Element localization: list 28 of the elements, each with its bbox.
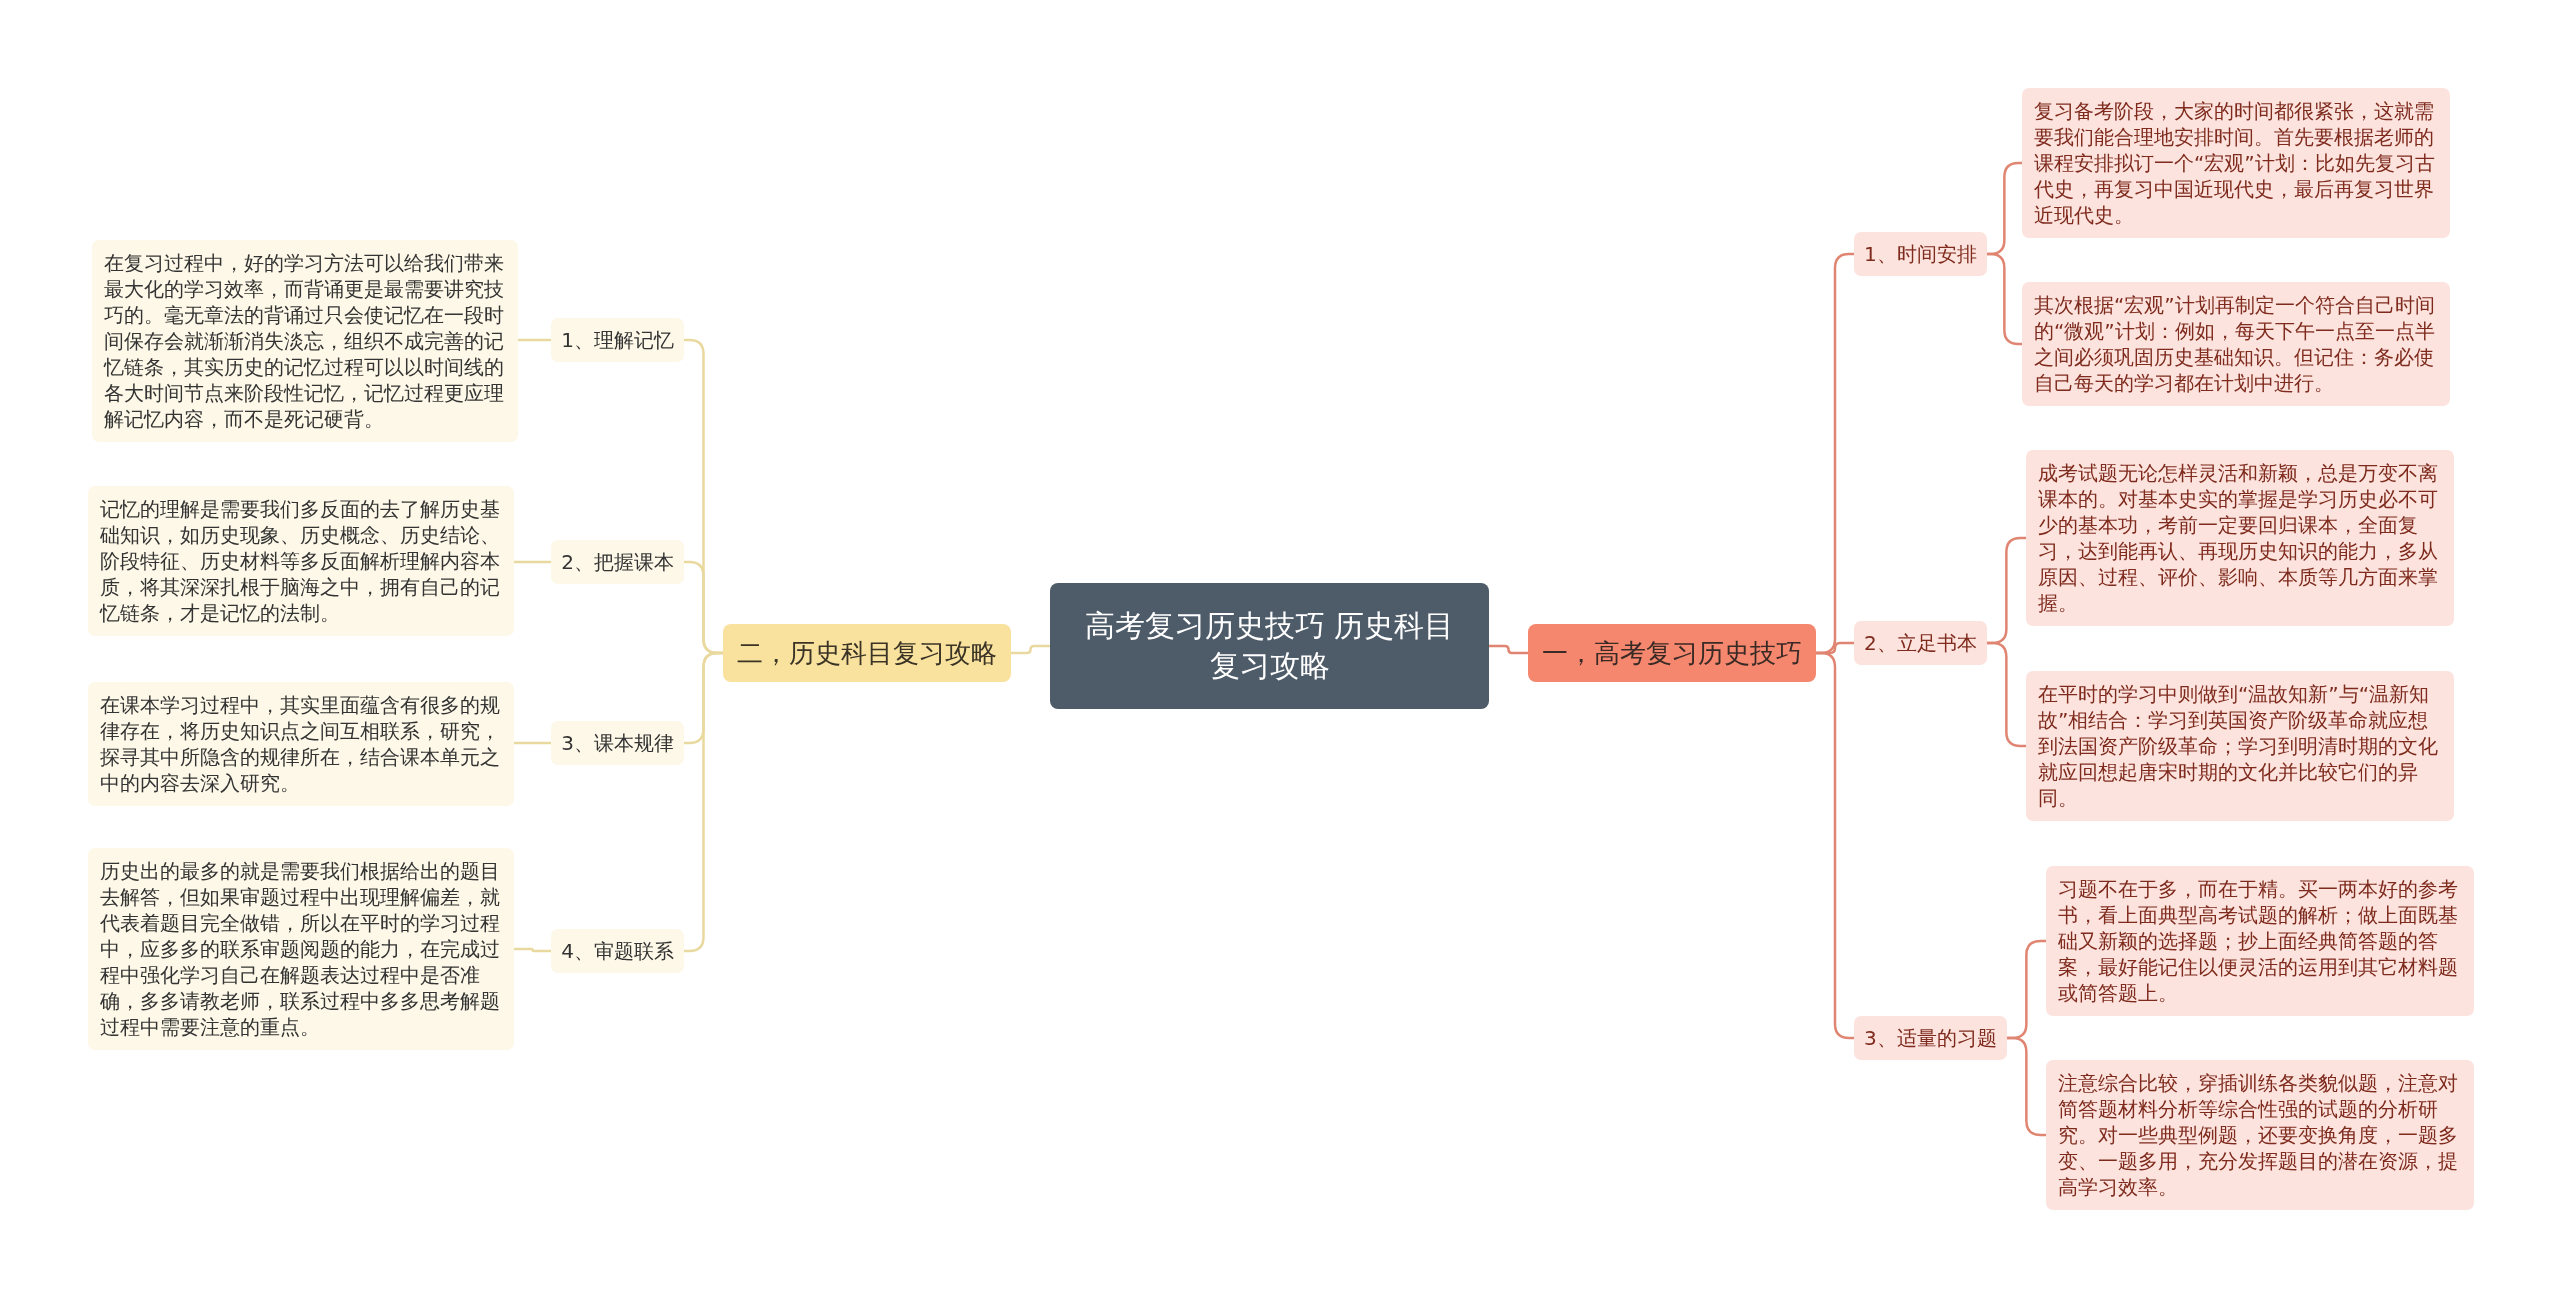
connector-line xyxy=(2006,1036,2046,1137)
subtopic-label: 4、审题联系 xyxy=(551,929,684,973)
branch-topic: 一，高考复习历史技巧 xyxy=(1528,624,1816,682)
connector-line xyxy=(1011,644,1050,655)
connector-line xyxy=(514,560,552,564)
note-card: 记忆的理解是需要我们多反面的去了解历史基础知识，如历史现象、历史概念、历史结论、阶段特征、历史材料等多反面解析理解内容本质，将其深深扎根于脑海之中，拥有自己的记忆链条，才是记忆的法制。 xyxy=(88,486,514,636)
note-card: 历史出的最多的就是需要我们根据给出的题目去解答，但如果审题过程中出现理解偏差，就代表着题目完全做错，所以在平时的学习过程中，应多多的联系审题阅题的能力，在完成过程中强化学习自己在解题表达过程中是否准确，多多请教老师，联系过程中多多思考解题过程中需要注意的重点。 xyxy=(88,848,514,1050)
note-card: 习题不在于多，而在于精。买一两本好的参考书，看上面典型高考试题的解析；做上面既基础又新颖的选择题；抄上面经典简答题的答案，最好能记住以便灵活的运用到其它材料题或简答题上。 xyxy=(2046,866,2474,1016)
note-card: 注意综合比较，穿插训练各类貌似题，注意对简答题材料分析等综合性强的试题的分析研究。对一些典型例题，还要变换角度，一题多变、一题多用，充分发挥题目的潜在资源，提高学习效率。 xyxy=(2046,1060,2474,1210)
subtopic-label: 1、理解记忆 xyxy=(551,318,684,362)
branch-topic: 二，历史科目复习攻略 xyxy=(723,624,1011,682)
note-card: 复习备考阶段，大家的时间都很紧张，这就需要我们能合理地安排时间。首先要根据老师的课程安排拟订一个“宏观”计划：比如先复习古代史，再复习中国近现代史，最后再复习世界近现代史。 xyxy=(2022,88,2450,238)
note-card: 在课本学习过程中，其实里面蕴含有很多的规律存在，将历史知识点之间互相联系，研究，探寻其中所隐含的规律所在，结合课本单元之中的内容去深入研究。 xyxy=(88,682,514,806)
note-card: 在复习过程中，好的学习方法可以给我们带来最大化的学习效率，而背诵更是最需要讲究技巧的。毫无章法的背诵过只会使记忆在一段时间保存会就渐渐消失淡忘，组织不成完善的记忆链条，其实历史的记忆过程可以以时间线的各大时间节点来阶段性记忆，记忆过程更应理解记忆内容，而不是死记硬背。 xyxy=(92,240,518,442)
note-card: 在平时的学习中则做到“温故知新”与“温新知故”相结合：学习到英国资产阶级革命就应想到法国资产阶级革命；学习到明清时期的文化就应回想起唐宋时期的文化并比较它们的异同。 xyxy=(2026,671,2454,821)
note-card: 其次根据“宏观”计划再制定一个符合自己时间的“微观”计划：例如，每天下午一点至一点半之间必须巩固历史基础知识。但记住：务必使自己每天的学习都在计划中进行。 xyxy=(2022,282,2450,406)
subtopic-label: 1、时间安排 xyxy=(1854,232,1987,276)
note-card: 成考试题无论怎样灵活和新颖，总是万变不离课本的。对基本史实的掌握是学习历史必不可少的基本功，考前一定要回归课本，全面复习，达到能再认、再现历史知识的能力，多从原因、过程、评价、影响、本质等几方面来掌握。 xyxy=(2026,450,2454,626)
subtopic-label: 3、课本规律 xyxy=(551,721,684,765)
connector-line xyxy=(1986,641,2026,748)
subtopic-label: 3、适量的习题 xyxy=(1854,1016,2007,1060)
subtopic-label: 2、把握课本 xyxy=(551,540,684,584)
connector-line xyxy=(1489,644,1528,655)
central-topic: 高考复习历史技巧 历史科目复习攻略 xyxy=(1050,583,1489,709)
connector-line xyxy=(518,338,552,342)
connector-line xyxy=(514,741,552,745)
connector-line xyxy=(514,947,552,953)
subtopic-label: 2、立足书本 xyxy=(1854,621,1987,665)
